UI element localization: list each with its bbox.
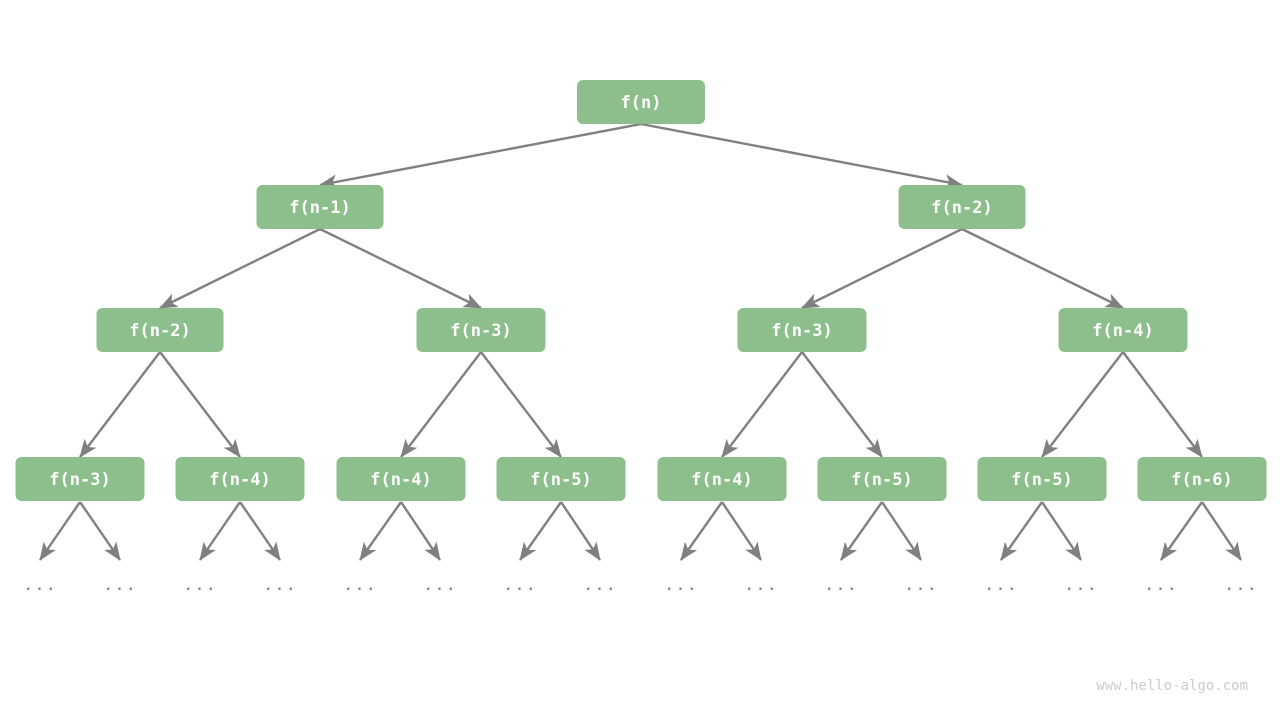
leaf-ellipsis: ... — [103, 575, 137, 595]
leaf-edge — [1160, 501, 1203, 561]
tree-node-box — [15, 457, 145, 501]
leaf-edge — [79, 501, 121, 561]
leaf-ellipsis: ... — [343, 575, 377, 595]
tree-node-box — [96, 308, 224, 352]
leaf-edge — [680, 501, 723, 561]
tree-edge — [640, 122, 963, 190]
tree-node-box — [1137, 457, 1267, 501]
tree-edge — [480, 351, 562, 458]
tree-node-label: f(n-3) — [771, 321, 832, 341]
tree-edge — [400, 351, 482, 458]
tree-node[interactable]: f(n-5) — [977, 457, 1107, 501]
tree-node[interactable]: f(n-3) — [15, 457, 145, 501]
tree-node-label: f(n-3) — [49, 470, 110, 490]
tree-node[interactable]: f(n-4) — [336, 457, 466, 501]
tree-node[interactable]: f(n-4) — [1058, 308, 1188, 352]
tree-edge — [159, 351, 241, 458]
leaf-ellipsis: ... — [904, 575, 938, 595]
tree-node-box — [737, 308, 867, 352]
leaf-edge — [560, 501, 601, 561]
leaf-ellipsis: ... — [503, 575, 537, 595]
tree-node[interactable]: f(n-4) — [175, 457, 305, 501]
tree-node[interactable]: f(n) — [577, 80, 705, 124]
leaf-edge — [1041, 501, 1082, 561]
tree-node[interactable]: f(n-1) — [256, 185, 384, 229]
tree-node-box — [175, 457, 305, 501]
tree-node-label: f(n-4) — [209, 470, 270, 490]
tree-edge — [1041, 351, 1124, 458]
tree-node[interactable]: f(n-2) — [96, 308, 224, 352]
tree-node[interactable]: f(n-2) — [898, 185, 1026, 229]
leaf-edge — [881, 501, 922, 561]
tree-edge — [801, 351, 883, 458]
tree-node-label: f(n-6) — [1171, 470, 1232, 490]
tree-node-box — [817, 457, 947, 501]
nodes-layer: f(n) f(n-1) f(n-2) f(n-2) f(n-3) f(n-3) f(n-4)… — [15, 80, 1267, 501]
tree-node[interactable]: f(n-3) — [416, 308, 546, 352]
leaf-edge — [1000, 501, 1043, 561]
site-watermark: www.hello-algo.com — [1096, 678, 1248, 694]
tree-node-box — [657, 457, 787, 501]
tree-node-box — [898, 185, 1026, 229]
tree-node-box — [496, 457, 626, 501]
tree-node[interactable]: f(n-4) — [657, 457, 787, 501]
leaf-ellipsis: ... — [1224, 575, 1258, 595]
leaf-edge — [1201, 501, 1242, 561]
leaf-ellipsis: ... — [423, 575, 457, 595]
tree-edge — [1122, 351, 1203, 458]
tree-node-label: f(n-2) — [129, 321, 190, 341]
leaf-ellipsis: ... — [183, 575, 217, 595]
leaf-edge — [39, 501, 81, 561]
leaf-ellipsis: ... — [824, 575, 858, 595]
leaf-ellipsis: ... — [664, 575, 698, 595]
tree-node-box — [336, 457, 466, 501]
tree-node-label: f(n-3) — [450, 321, 511, 341]
tree-edge — [319, 122, 642, 190]
tree-edge — [801, 227, 963, 310]
tree-edge — [961, 227, 1124, 310]
tree-node-label: f(n-4) — [370, 470, 431, 490]
tree-node-box — [1058, 308, 1188, 352]
leaf-ellipsis: ... — [263, 575, 297, 595]
leaf-ellipsis: ... — [744, 575, 778, 595]
tree-node[interactable]: f(n-5) — [817, 457, 947, 501]
tree-edge — [79, 351, 161, 458]
leaf-ellipsis: ... — [583, 575, 617, 595]
leaf-arrows-layer — [39, 501, 1242, 561]
tree-node-box — [577, 80, 705, 124]
tree-node[interactable]: f(n-6) — [1137, 457, 1267, 501]
leaf-edge — [239, 501, 281, 561]
tree-node-label: f(n-5) — [1011, 470, 1072, 490]
edges-layer — [79, 122, 1203, 458]
tree-node-label: f(n-4) — [691, 470, 752, 490]
tree-node-label: f(n-5) — [530, 470, 591, 490]
tree-node-label: f(n-5) — [851, 470, 912, 490]
tree-node-box — [416, 308, 546, 352]
tree-node-box — [977, 457, 1107, 501]
leaf-edge — [359, 501, 402, 561]
leaf-edge — [721, 501, 762, 561]
tree-node-label: f(n) — [621, 93, 662, 113]
tree-node-label: f(n-1) — [289, 198, 350, 218]
leaf-ellipsis: ... — [1064, 575, 1098, 595]
watermark-layer: www.hello-algo.com — [1096, 678, 1248, 694]
tree-node-box — [256, 185, 384, 229]
leaf-edge — [400, 501, 441, 561]
tree-edge — [319, 227, 482, 310]
leaf-edge — [199, 501, 241, 561]
leaf-ellipsis: ... — [984, 575, 1018, 595]
tree-node[interactable]: f(n-5) — [496, 457, 626, 501]
ellipses-layer: ........................................… — [23, 575, 1258, 595]
tree-edge — [721, 351, 803, 458]
tree-node-label: f(n-2) — [931, 198, 992, 218]
tree-node[interactable]: f(n-3) — [737, 308, 867, 352]
tree-node-label: f(n-4) — [1092, 321, 1153, 341]
tree-edge — [159, 227, 321, 310]
leaf-edge — [840, 501, 883, 561]
leaf-edge — [519, 501, 562, 561]
leaf-ellipsis: ... — [23, 575, 57, 595]
leaf-ellipsis: ... — [1144, 575, 1178, 595]
